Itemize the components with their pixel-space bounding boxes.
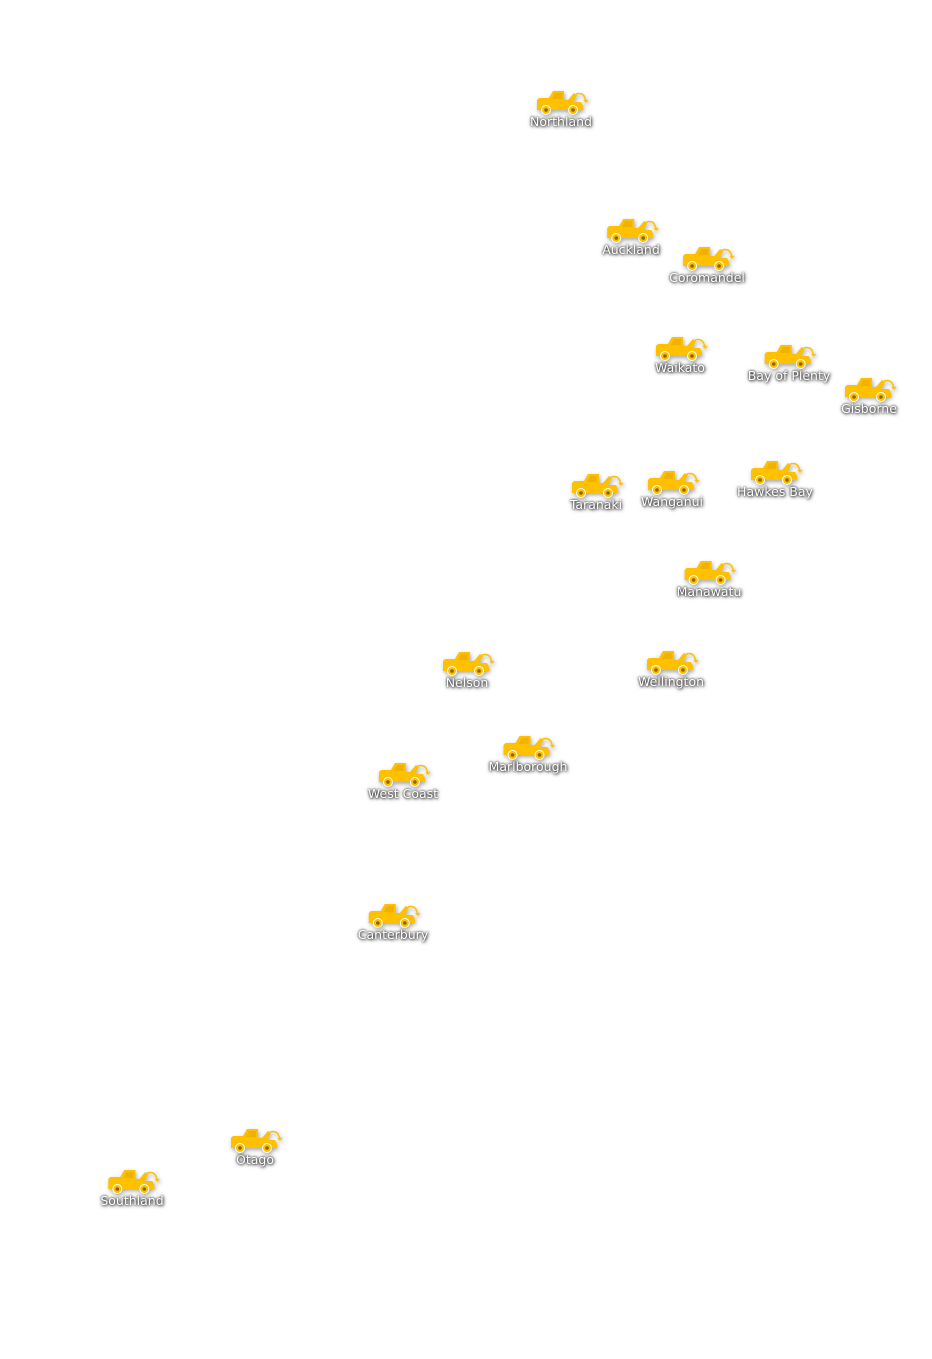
region-marker-coromandel[interactable]: Coromandel	[669, 242, 745, 285]
region-label: Hawkes Bay	[737, 484, 813, 499]
region-label: Nelson	[445, 675, 489, 690]
region-label: Waikato	[655, 360, 705, 375]
region-label: Gisborne	[841, 401, 897, 416]
tow-truck-icon	[750, 461, 803, 485]
tow-truck-icon	[231, 1129, 283, 1153]
tow-truck-icon	[443, 652, 495, 676]
tow-truck-icon	[606, 219, 659, 243]
region-label: Auckland	[602, 242, 660, 257]
tow-truck-icon	[684, 561, 737, 585]
region-marker-northland[interactable]: Northland	[530, 86, 592, 129]
region-marker-canterbury[interactable]: Canterbury	[358, 899, 428, 942]
tow-truck-icon	[379, 763, 431, 787]
region-marker-west-coast[interactable]: West Coast	[368, 758, 438, 801]
region-label: Taranaki	[569, 497, 623, 512]
region-marker-wellington[interactable]: Wellington	[638, 646, 704, 689]
region-marker-marlborough[interactable]: Marlborough	[488, 731, 568, 774]
region-label: Coromandel	[669, 270, 745, 285]
region-marker-wanganui[interactable]: Wanganui	[641, 466, 703, 509]
region-marker-nelson[interactable]: Nelson	[439, 647, 495, 690]
region-label: Bay of Plenty	[747, 368, 831, 383]
region-label: West Coast	[367, 786, 439, 801]
tow-truck-icon	[648, 471, 700, 495]
region-marker-manawatu[interactable]: Manawatu	[676, 556, 742, 599]
region-label: Southland	[100, 1193, 164, 1208]
tow-truck-icon	[683, 247, 735, 271]
region-marker-taranaki[interactable]: Taranaki	[568, 469, 624, 512]
region-label: Manawatu	[676, 584, 742, 599]
tow-truck-icon	[504, 736, 556, 760]
region-marker-bay-of-plenty[interactable]: Bay of Plenty	[747, 340, 831, 383]
tow-truck-icon	[845, 378, 897, 402]
region-label: Canterbury	[357, 927, 429, 942]
tow-truck-icon	[107, 1170, 160, 1194]
region-marker-southland[interactable]: Southland	[100, 1165, 164, 1208]
region-label: Northland	[530, 114, 592, 129]
tow-truck-icon	[536, 91, 589, 115]
region-marker-hawkes-bay[interactable]: Hawkes Bay	[737, 456, 813, 499]
tow-truck-icon	[369, 904, 421, 928]
region-label: Otago	[236, 1152, 274, 1167]
tow-truck-icon	[646, 651, 699, 675]
region-marker-waikato[interactable]: Waikato	[652, 332, 708, 375]
region-marker-otago[interactable]: Otago	[227, 1124, 283, 1167]
region-label: Marlborough	[488, 759, 568, 774]
region-label: Wellington	[637, 674, 705, 689]
tow-truck-icon	[656, 337, 708, 361]
tow-truck-icon	[765, 345, 817, 369]
tow-truck-icon	[572, 474, 624, 498]
region-marker-auckland[interactable]: Auckland	[602, 214, 660, 257]
region-marker-gisborne[interactable]: Gisborne	[841, 373, 897, 416]
region-label: Wanganui	[640, 494, 704, 509]
